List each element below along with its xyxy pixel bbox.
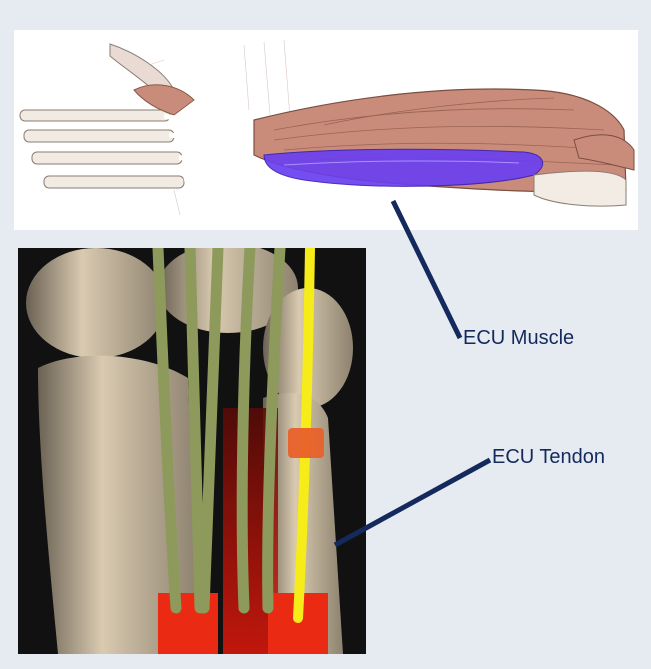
ecu-tendon-label: ECU Tendon — [492, 446, 605, 469]
tendon-leader-line — [335, 460, 490, 545]
ecu-muscle-label: ECU Muscle — [463, 327, 574, 350]
muscle-leader-line — [393, 201, 460, 338]
